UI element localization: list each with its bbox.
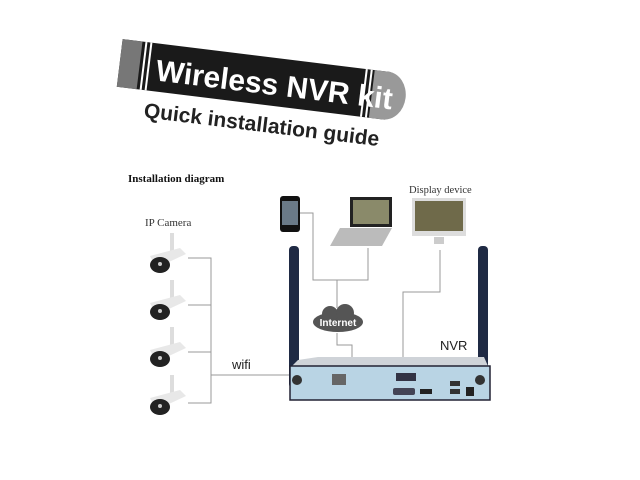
connection-lines [188,212,441,404]
camera-icon [150,375,186,415]
camera-icon [150,233,186,273]
camera-label: IP Camera [145,217,191,229]
usb-port [450,381,460,386]
antenna-icon [478,246,488,388]
camera-icon [150,327,186,367]
antenna-icon [289,246,299,388]
hdmi-port [420,389,432,394]
usb-port [450,389,460,394]
title-banner: Wireless NVR kit Quick installation guid… [116,39,406,151]
vga-port [393,388,415,395]
display-label: Display device [409,185,472,196]
monitor-icon [412,198,466,244]
phone-icon [280,196,300,232]
nvr-device [289,246,491,401]
ip-cameras [150,233,186,415]
ethernet-port [332,374,346,385]
laptop-icon [330,197,392,246]
camera-icon [150,280,186,320]
diagram-heading: Installation diagram [128,173,224,185]
power-port [466,387,474,396]
nvr-label: NVR [440,338,467,353]
internet-cloud-icon: Internet [313,304,363,332]
wifi-label: wifi [231,357,251,372]
internet-label: Internet [320,318,357,329]
